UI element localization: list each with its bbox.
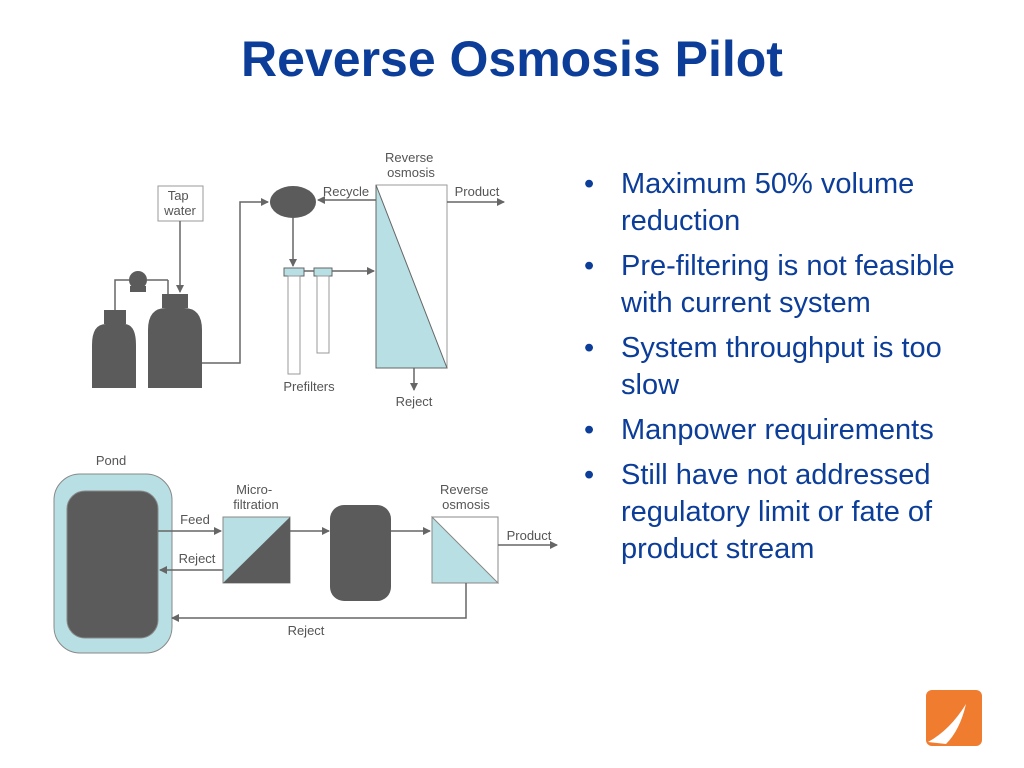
bullet-item: •Still have not addressed regulatory lim… <box>584 459 933 565</box>
top-diagram: Tap water Recycle <box>92 150 505 409</box>
recycle-label: Recycle <box>323 184 369 199</box>
ro-top-label: Reverse osmosis <box>385 150 437 180</box>
reject-label-top: Reject <box>396 394 433 409</box>
pump-icon <box>129 271 147 292</box>
company-logo-icon <box>926 690 982 746</box>
ro-unit-top <box>375 184 448 369</box>
microfiltration-label: Micro- filtration <box>233 482 279 512</box>
microfiltration-unit <box>222 516 291 584</box>
pond-inner <box>66 490 159 639</box>
bullet-item: •Pre-filtering is not feasible with curr… <box>584 250 955 319</box>
reject-bottom-label: Reject <box>288 623 325 638</box>
small-bottle <box>92 310 136 388</box>
large-bottle <box>148 294 202 388</box>
ro-bottom-label: Reverse osmosis <box>440 482 492 512</box>
reject-return-label: Reject <box>179 551 216 566</box>
tap-water-label: Tap water <box>163 188 196 218</box>
pond-label: Pond <box>96 453 126 468</box>
bullet-item: •Maximum 50% volume reduction <box>584 168 915 237</box>
bottom-diagram: Pond Feed Reject Micro- filtration <box>53 453 558 654</box>
feed-label: Feed <box>180 512 210 527</box>
bullet-list: •Maximum 50% volume reduction •Pre-filte… <box>584 166 1004 576</box>
bullet-item: •Manpower requirements <box>584 414 934 446</box>
recycle-tank <box>270 186 316 218</box>
prefilters-label: Prefilters <box>283 379 335 394</box>
product-label-top: Product <box>455 184 500 199</box>
tap-water-box <box>157 185 204 222</box>
ro-unit-bottom <box>431 515 500 584</box>
bullet-item: •System throughput is too slow <box>584 332 942 401</box>
prefilters <box>283 267 375 375</box>
slide-title: Reverse Osmosis Pilot <box>241 31 783 87</box>
product-label-bottom: Product <box>507 528 552 543</box>
holding-tank <box>330 505 391 601</box>
